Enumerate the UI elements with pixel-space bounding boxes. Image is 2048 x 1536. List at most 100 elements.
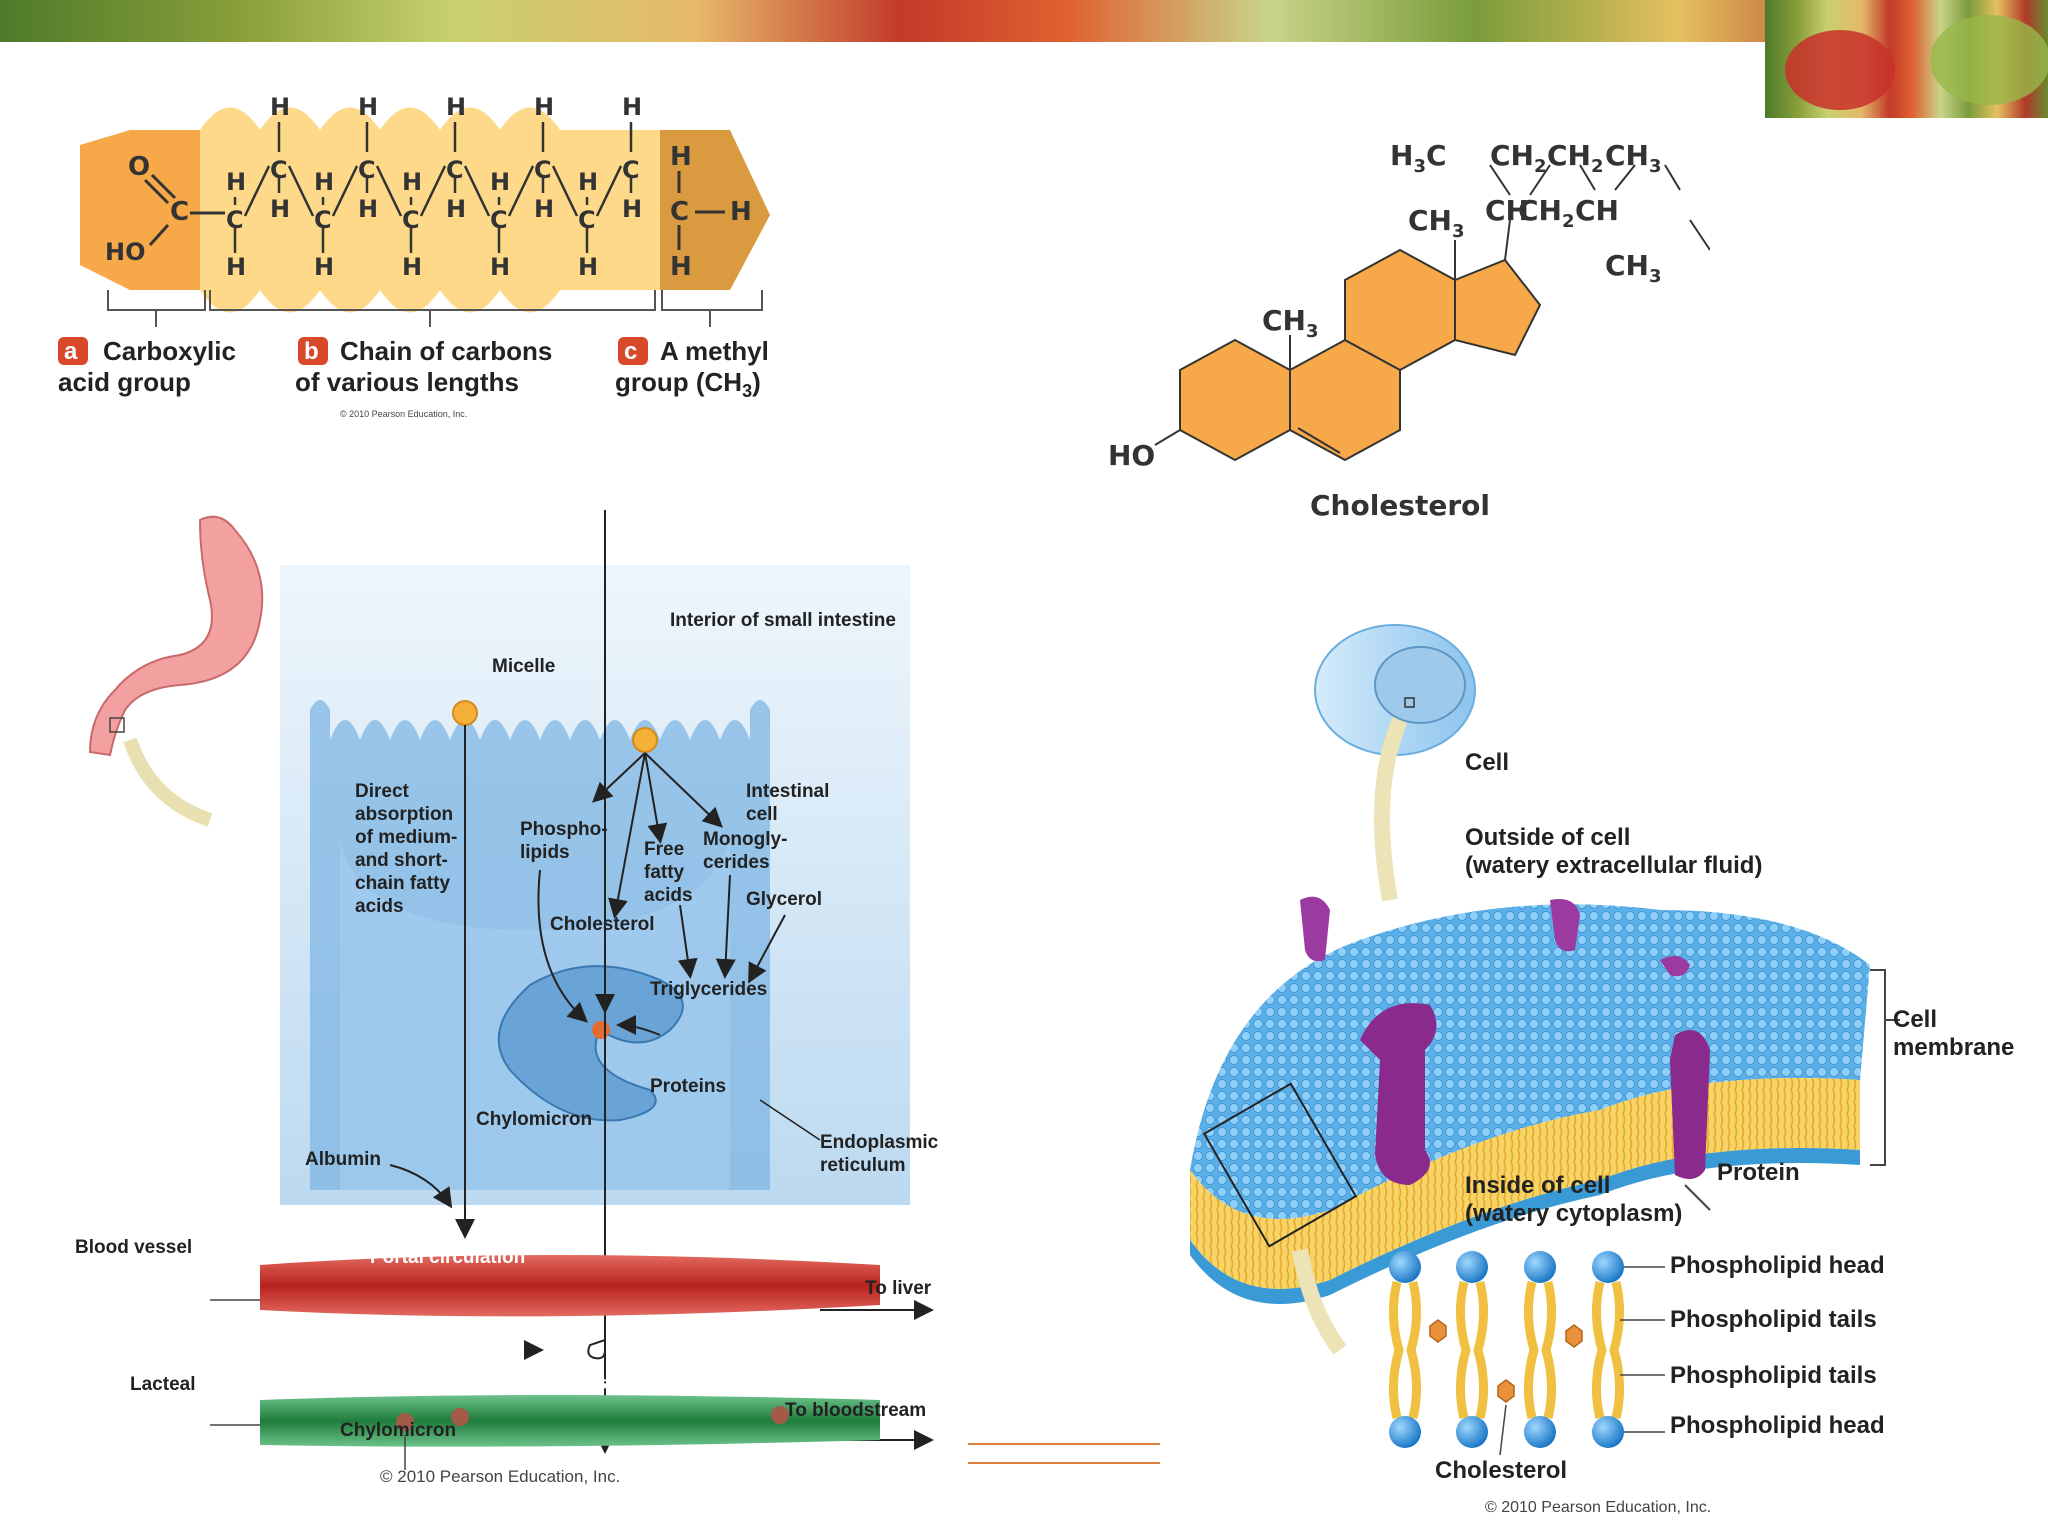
ch-group-1: CH [1485, 194, 1529, 227]
atom-h: H [358, 93, 378, 121]
membrane-zoom-box [1202, 1082, 1358, 1248]
atom-c: C [578, 206, 596, 234]
ch2-group-3: CH2 [1518, 194, 1575, 232]
ch3-bottom: CH3 [1605, 249, 1662, 287]
svg-text:a: a [64, 338, 78, 365]
label-lacteal: Lacteal [130, 1374, 195, 1395]
membrane-top-surface [1190, 904, 1870, 1219]
atom-h: H [226, 168, 246, 196]
label-inside-cell: Inside of cell (watery cytoplasm) [1465, 1172, 1682, 1227]
ch3-ring-d: CH3 [1408, 204, 1465, 242]
fatty-acid-copyright: © 2010 Pearson Education, Inc. [340, 409, 467, 419]
label-phospholipids: Phospho- lipids [520, 819, 613, 863]
atom-c: C [226, 206, 244, 234]
stomach-shape [88, 515, 264, 757]
peripheral-protein-2 [1550, 899, 1580, 952]
atom-h: H [402, 253, 422, 281]
peripheral-protein-3 [1660, 956, 1690, 977]
tail-right [1406, 1280, 1422, 1420]
blood-vessel [260, 1255, 880, 1317]
endoplasmic-reticulum-shape [497, 965, 684, 1122]
label-to-bloodstream: To bloodstream [785, 1400, 926, 1421]
ch2-group-2: CH2 [1547, 139, 1604, 177]
label-blood-vessel: Blood vessel [75, 1237, 192, 1258]
label-to-liver: To liver [865, 1278, 932, 1299]
label-phospholipid-head-top: Phospholipid head [1670, 1252, 1885, 1279]
lymph-chylomicron-2 [451, 1408, 469, 1426]
transmembrane-protein-1 [1360, 1003, 1437, 1185]
tail-left [1591, 1280, 1607, 1420]
intestine-absorption-diagram: Interior of small intestine Micelle Dire… [75, 510, 939, 1486]
label-intestinal-cell: Intestinal cell [746, 781, 835, 825]
atom-h-methyl-top: H [670, 142, 692, 172]
atom-h: H [446, 195, 466, 223]
atom-h: H [622, 93, 642, 121]
cholesterol-molecule [1497, 1379, 1515, 1403]
atom-h: H [314, 253, 334, 281]
label-cell-membrane: Cell membrane [1893, 1006, 2014, 1061]
cholesterol-structure: HO CH3 CH3 CH H3C CH2 CH2 CH3 CH2 CH CH3… [1108, 139, 1710, 522]
atom-c: C [270, 156, 288, 184]
atom-h: H [358, 195, 378, 223]
phospholipid-head-icon [1592, 1416, 1624, 1448]
atom-h: H [270, 93, 290, 121]
atom-h: H [622, 195, 642, 223]
atom-h: H [314, 168, 334, 196]
carboxyl-group-shape [80, 130, 200, 290]
label-cholesterol-membrane: Cholesterol [1435, 1457, 1567, 1484]
tail-right [1541, 1280, 1557, 1420]
divider-line-1 [968, 1443, 1160, 1445]
tail-left [1523, 1280, 1539, 1420]
cell-membrane-diagram: Cell Outside of cell (watery extracellul… [1190, 624, 2014, 1516]
tomato-shape [1785, 30, 1895, 110]
label-carboxylic: Carboxylic [103, 336, 236, 366]
label-interior-small-intestine: Interior of small intestine [670, 610, 896, 631]
cholesterol-title: Cholesterol [1310, 489, 1490, 522]
svg-text:c: c [624, 338, 637, 365]
atom-h: H [534, 93, 554, 121]
atom-h: H [226, 253, 246, 281]
atom-h-methyl-end: H [730, 197, 752, 227]
atom-h-methyl-bottom: H [670, 252, 692, 282]
label-phospholipid-tails-2: Phospholipid tails [1670, 1362, 1877, 1389]
label-portal-circulation: Portal circulation [370, 1247, 525, 1268]
cholesterol-molecule [1429, 1319, 1447, 1343]
ring-d [1454, 258, 1542, 357]
atom-h: H [446, 93, 466, 121]
zoom-arrow [123, 737, 213, 827]
cholesterol-molecule [1565, 1324, 1583, 1348]
banner-strip [0, 0, 2048, 42]
atom-ho: HO [105, 238, 146, 266]
transmembrane-protein-2 [1670, 1030, 1710, 1179]
atom-h: H [270, 195, 290, 223]
atom-c: C [446, 156, 464, 184]
label-monoglycerides: Monogly- cerides [703, 829, 793, 873]
lymph-chylomicron-1 [396, 1413, 414, 1431]
label-lymph-system: Lymph system [530, 1373, 662, 1394]
atom-c-methyl: C [670, 197, 689, 227]
label-chylomicron: Chylomicron [476, 1109, 592, 1130]
top-banner [0, 0, 2048, 118]
label-chylomicron-lymph: Chylomicron [340, 1420, 456, 1441]
label-phospholipid-tails-1: Phospholipid tails [1670, 1306, 1877, 1333]
label-proteins: Proteins [650, 1076, 726, 1097]
atom-h: H [402, 168, 422, 196]
lymph-chylomicron-3 [771, 1406, 789, 1424]
label-a-methyl: A methyl [660, 336, 769, 366]
atom-c: C [358, 156, 376, 184]
badge-b [298, 337, 328, 365]
label-free-fatty-acids: Free fatty acids [644, 839, 693, 906]
phospholipid-head-icon [1524, 1251, 1556, 1283]
phospholipid-head-icon [1389, 1251, 1421, 1283]
cell-nucleus [1374, 646, 1466, 724]
label-outside-cell: Outside of cell (watery extracellular fl… [1465, 824, 1762, 879]
badge-a [58, 337, 88, 365]
label-phospholipid-head-bottom: Phospholipid head [1670, 1412, 1885, 1439]
cell-zoom-box [1404, 697, 1415, 708]
intestine-copyright: © 2010 Pearson Education, Inc. [380, 1467, 620, 1486]
leader-line [1499, 1404, 1507, 1456]
atom-h: H [490, 168, 510, 196]
divider-line-2 [968, 1462, 1160, 1464]
